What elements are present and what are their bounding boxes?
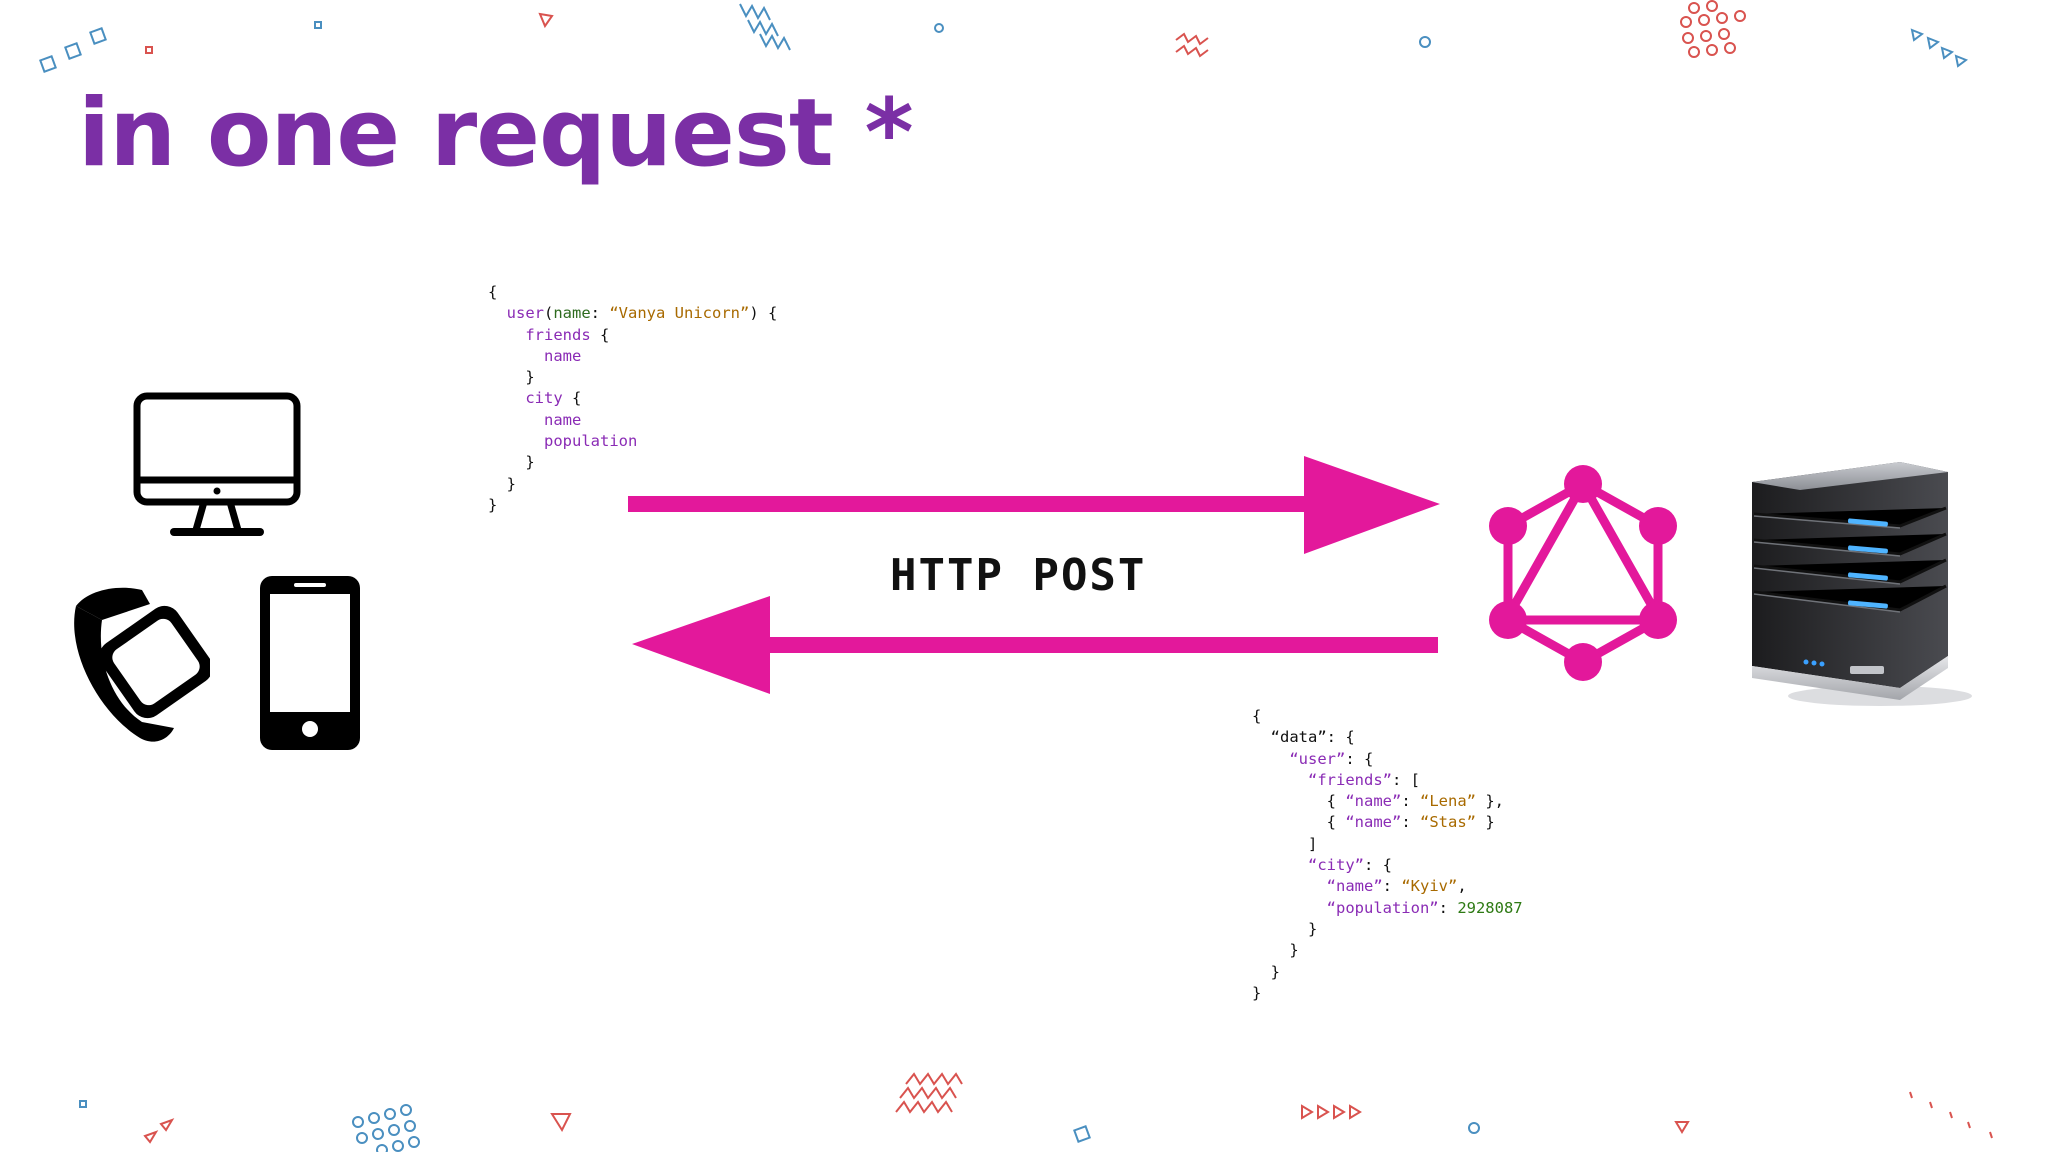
smartwatch-icon [74, 587, 210, 742]
query-friends-name-field: name [544, 346, 582, 365]
query-argument-value: “Vanya Unicorn” [609, 304, 750, 323]
server-tower-icon [1752, 462, 1972, 706]
request-arrow [628, 456, 1440, 554]
query-city-name-field: name [544, 410, 582, 429]
response-friends-key: “friends” [1308, 770, 1392, 789]
response-friend-name-key: “name” [1345, 792, 1402, 811]
smartphone-icon [260, 576, 360, 750]
json-response-code: { “data”: { “user”: { “friends”: [ { “na… [1252, 707, 1523, 1002]
response-friend-2: “Stas” [1420, 813, 1476, 832]
graphql-query-code: { user(name: “Vanya Unicorn”) { friends … [488, 283, 778, 514]
query-city-field: city [525, 389, 563, 408]
response-friend-name-key: “name” [1345, 813, 1402, 832]
graphql-logo-icon [1489, 465, 1677, 681]
response-population-value: 2928087 [1457, 898, 1523, 917]
response-city-key: “city” [1308, 856, 1364, 875]
query-root-field: user [506, 304, 544, 323]
query-city-population-field: population [544, 432, 638, 451]
response-city-name-key: “name” [1326, 877, 1383, 896]
query-friends-field: friends [525, 325, 591, 344]
slide-title: in one request * [78, 79, 914, 188]
response-user-key: “user” [1289, 749, 1346, 768]
desktop-monitor-icon [133, 392, 301, 536]
response-data-key: “data” [1270, 728, 1327, 747]
response-population-key: “population” [1326, 898, 1439, 917]
http-method-label: HTTP POST [890, 550, 1147, 601]
response-city-name: “Kyiv” [1401, 877, 1458, 896]
response-friend-1: “Lena” [1420, 792, 1476, 811]
response-arrow [632, 596, 1438, 694]
query-argument-name: name [553, 304, 591, 323]
